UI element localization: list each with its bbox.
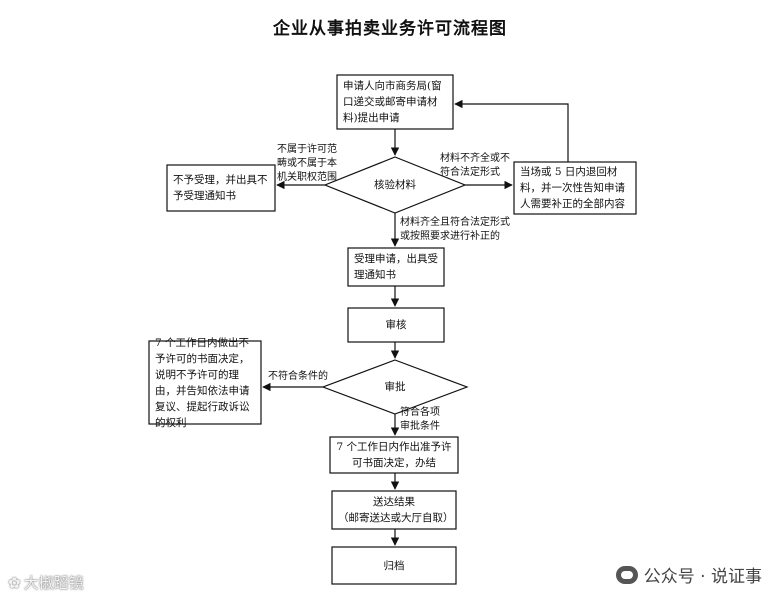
grant-decision-box [329,436,459,474]
approve-text: 审批 [384,381,406,393]
reject-notice-label: 不予受理，并出具不予受理通知书 [167,165,275,211]
archive-box [331,546,457,585]
supplement-box [513,161,637,215]
edge-label-incomplete: 材料不齐全或不 符合法定形式 [440,153,510,178]
watermark-left: ✿ 大椒蹈镜 [8,572,84,593]
edge-label-not-qualified: 不符合条件的 [268,371,328,382]
apply-text: 申请人向市商务局(窗口递交或邮寄申请材料)提出申请 [343,80,442,124]
review-box [347,307,445,343]
edge-label-complete: 材料齐全且符合法定形式 或按照要求进行补正的 [400,217,510,242]
accept-label: 受理申请，出具受理通知书 [348,248,444,286]
watermark-left-text: 大椒蹈镜 [23,574,84,592]
accept-box [347,247,445,287]
deliver-label: 送达结果 （邮寄送达或大厅自取） [332,491,456,529]
accept-text: 受理申请，出具受理通知书 [354,253,438,281]
grant-decision-label: 7 个工作日内作出准予许可书面决定，办结 [330,437,458,473]
deny-decision-text: 7 个工作日内做出不予许可的书面决定，说明不予许可的理由，并告知依法申请复议、提… [155,336,250,429]
page-title: 企业从事拍卖业务许可流程图 [273,19,507,39]
deny-decision-label: 7 个工作日内做出不予许可的书面决定，说明不予许可的理由，并告知依法申请复议、提… [149,337,261,429]
edge-label-out-of-scope: 不属于许可范 畴或不属于本 机关职权范围 [277,144,337,183]
supplement-text: 当场或 5 日内退回材料，并一次性告知申请人需要补正的全部内容 [520,166,625,210]
review-label: 审核 [348,308,444,342]
approve-label: 审批 [345,377,445,397]
watermark-right: 公众号 · 说证事 [615,562,762,587]
deliver-box [331,490,457,530]
apply-label: 申请人向市商务局(窗口递交或邮寄申请材料)提出申请 [337,75,453,129]
verify-label: 核验材料 [345,175,445,195]
reject-notice-text: 不予受理，并出具不予受理通知书 [173,174,268,202]
reject-notice-box [166,164,276,212]
grant-decision-text: 7 个工作日内作出准予许可书面决定，办结 [336,441,452,469]
verify-text: 核验材料 [374,179,416,191]
edge-label-qualified: 符合各项 审批条件 [400,407,440,432]
deliver-text: 送达结果 （邮寄送达或大厅自取） [338,496,454,524]
watermark-right-text: 公众号 · 说证事 [643,567,762,587]
watermark-logo-icon: ✿ [8,573,21,592]
archive-text: 归档 [383,559,405,572]
edge-supplement-apply [454,99,569,162]
deny-decision-box [148,340,262,425]
supplement-label: 当场或 5 日内退回材料，并一次性告知申请人需要补正的全部内容 [514,162,636,214]
wechat-logo-icon [615,565,638,584]
archive-label: 归档 [332,547,456,584]
review-text: 审核 [385,319,407,331]
